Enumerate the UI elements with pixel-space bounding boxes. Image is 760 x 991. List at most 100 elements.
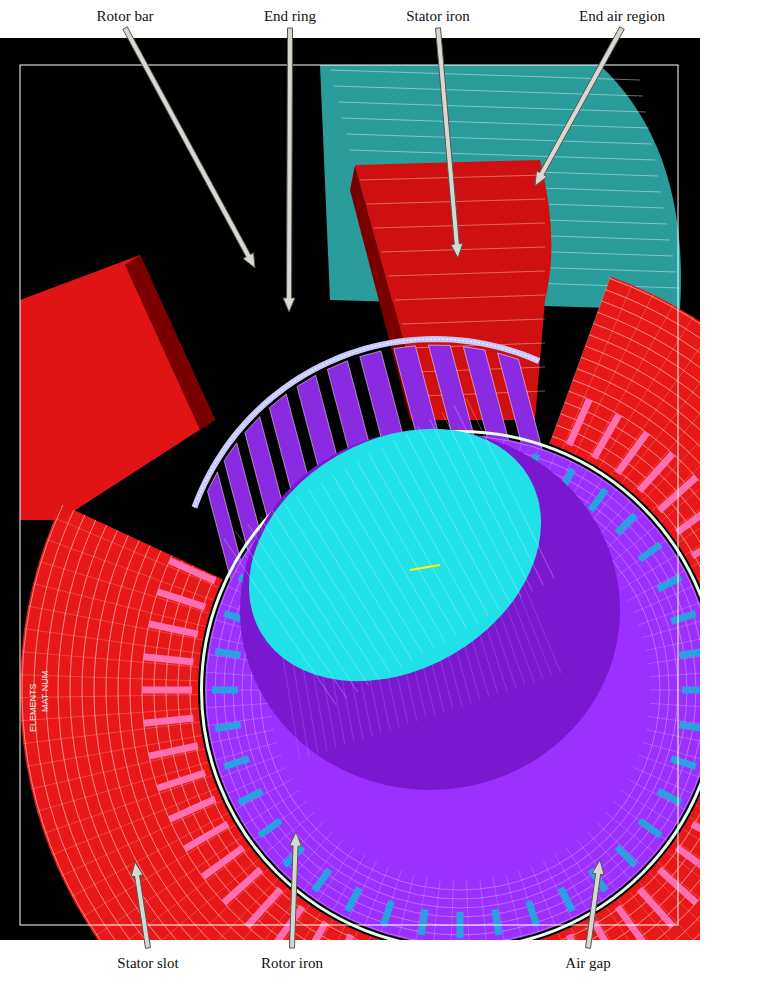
mesh-line [467, 880, 469, 940]
mesh-line [395, 295, 545, 300]
part-label: Air gap [565, 955, 610, 972]
mesh-line [400, 433, 506, 610]
mesh-line [356, 461, 457, 635]
slot [638, 541, 663, 562]
leader-arrow [586, 860, 605, 948]
mesh-line [342, 118, 649, 128]
mesh-line [367, 454, 469, 629]
mesh-line [587, 305, 673, 461]
mesh-line [454, 398, 566, 578]
slot [183, 821, 230, 852]
slot [270, 905, 305, 940]
mesh-line [421, 419, 529, 597]
mesh-line [272, 506, 379, 683]
mesh-line [260, 512, 368, 690]
mesh-line [599, 317, 693, 468]
slot [298, 920, 329, 940]
leader-arrow [436, 28, 463, 258]
mesh-line [236, 525, 347, 705]
mesh-line [23, 722, 200, 744]
mesh-line [628, 570, 685, 601]
slot [142, 687, 192, 694]
mesh-line [72, 813, 229, 897]
mesh-line [521, 578, 561, 673]
mesh-line [614, 802, 667, 840]
mesh-line [345, 468, 445, 641]
slot [656, 788, 682, 806]
mesh-line [82, 335, 700, 940]
slot [637, 887, 676, 929]
slot [212, 687, 238, 694]
mesh-line [350, 150, 655, 160]
mesh-line [265, 812, 315, 854]
mesh-line [610, 330, 700, 476]
mesh-line [58, 312, 700, 940]
slot [670, 610, 697, 625]
leader-arrow [283, 28, 295, 312]
mesh-line [402, 319, 545, 324]
frame [20, 65, 678, 925]
plot-annotation: ELEMENTS [28, 683, 38, 732]
mesh-line [639, 755, 700, 777]
plot-annotation: MAT NUM [40, 671, 50, 712]
mesh-line [606, 526, 656, 568]
leader-arrows [123, 27, 624, 949]
slot [168, 796, 217, 823]
slot [637, 451, 676, 493]
mesh-line [650, 703, 700, 708]
mesh-line [28, 606, 203, 640]
mesh-line [646, 637, 700, 651]
slot [675, 845, 700, 880]
mesh-line [44, 775, 212, 833]
slot [491, 909, 502, 936]
slot [237, 788, 263, 806]
slot [615, 845, 638, 868]
slot [156, 769, 206, 791]
slot [215, 721, 242, 732]
leader-arrow [290, 832, 302, 948]
mesh-line [254, 802, 307, 840]
slot [591, 413, 622, 460]
slot [148, 742, 198, 759]
slot [168, 557, 217, 584]
mesh-line [235, 779, 292, 810]
mesh-line [378, 447, 482, 622]
slot [344, 886, 362, 912]
slot [615, 431, 650, 476]
mesh-line [33, 584, 206, 627]
mesh-line [389, 440, 494, 616]
slot [588, 487, 609, 512]
slot [690, 821, 700, 852]
leader-arrow [535, 27, 624, 186]
mesh-line [348, 861, 376, 919]
mesh-line [506, 874, 522, 937]
mesh-line [55, 518, 219, 588]
mesh-line [614, 540, 667, 578]
mesh-line [650, 672, 700, 677]
slot [690, 528, 700, 559]
mesh-line [682, 829, 700, 923]
mesh-line [94, 346, 700, 940]
slot [418, 909, 429, 936]
slot [566, 398, 593, 447]
mesh-line [643, 742, 700, 760]
mesh-line [480, 879, 487, 940]
mesh-line [583, 921, 667, 940]
mesh-line [309, 487, 413, 662]
part-label: End ring [264, 8, 316, 25]
slot [525, 900, 540, 927]
mesh-line [410, 426, 517, 603]
mesh-line [381, 247, 545, 252]
leader-arrow [131, 862, 150, 948]
mesh-line [248, 519, 358, 698]
slot [327, 933, 354, 940]
slot [679, 648, 700, 659]
mesh-line [22, 278, 700, 940]
slot [656, 574, 682, 592]
mesh-line [374, 223, 545, 228]
mesh-line [123, 858, 259, 940]
mesh-line [398, 874, 414, 937]
slot [615, 512, 638, 535]
slot [215, 648, 242, 659]
